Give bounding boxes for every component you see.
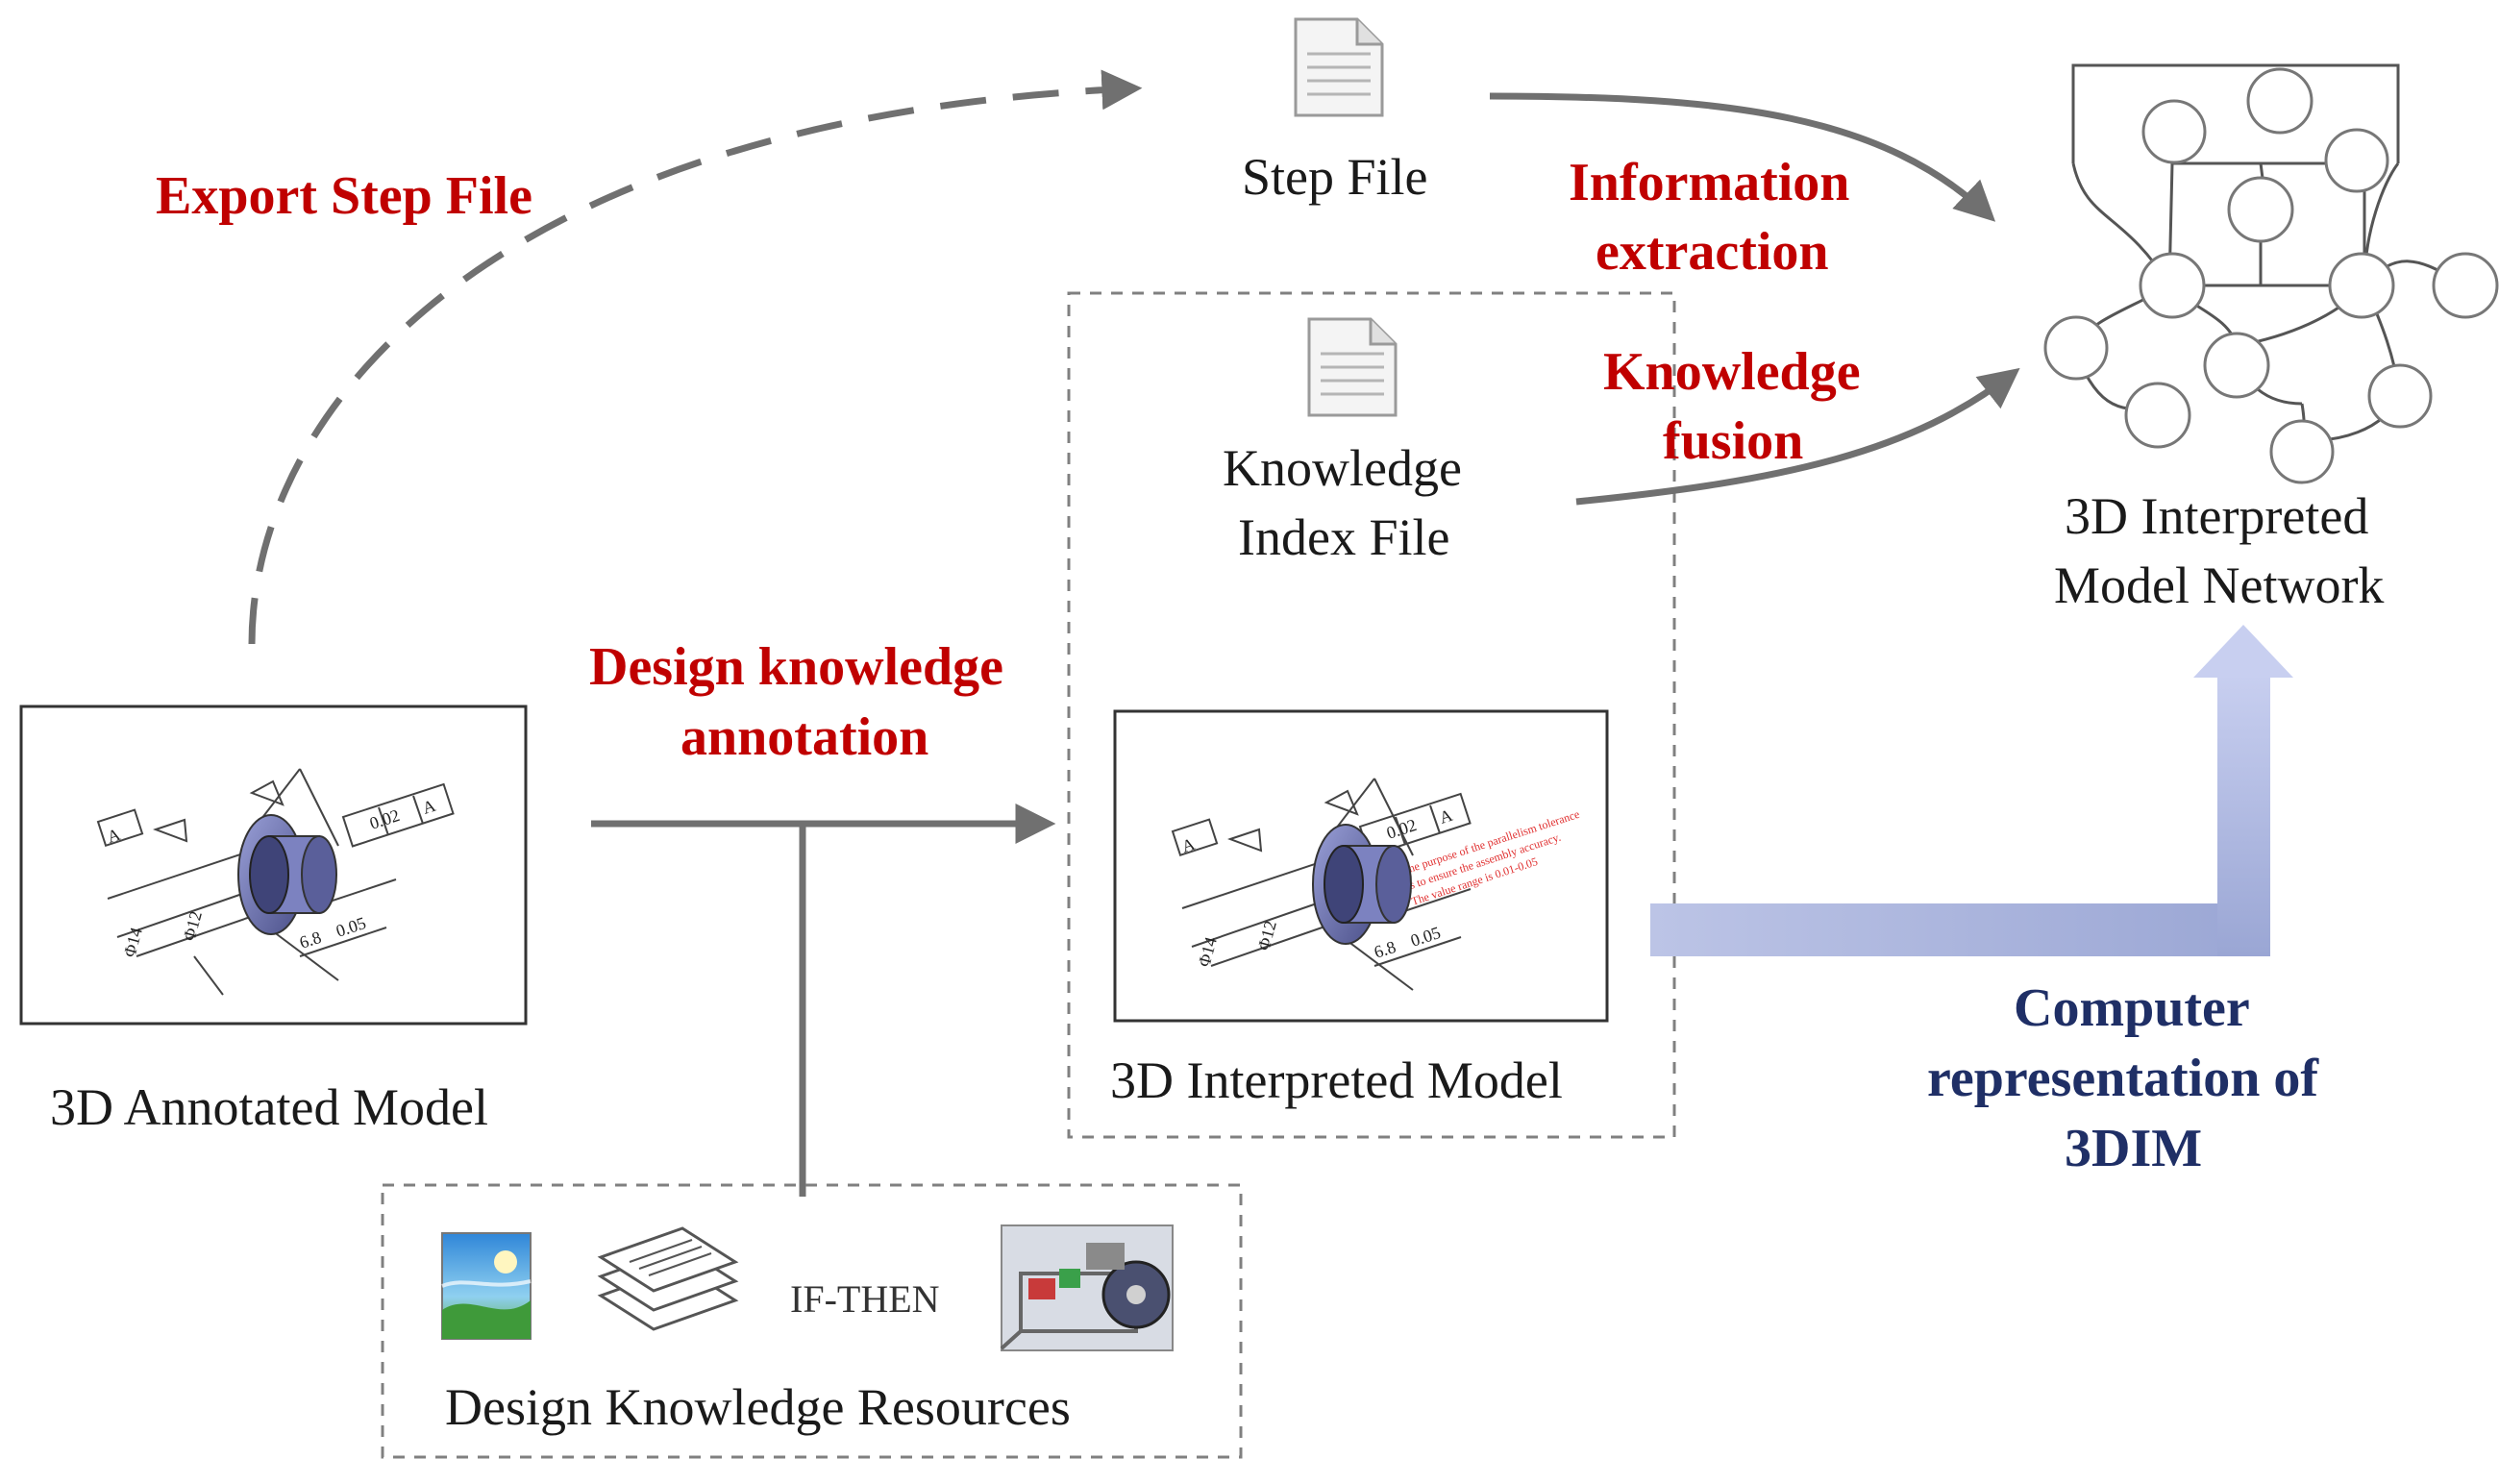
picture-icon	[441, 1232, 532, 1340]
computer-representation-label-line2: representation of	[1927, 1049, 2319, 1108]
graph-node-icon	[2139, 252, 2206, 319]
design-knowledge-resources-box	[381, 1183, 1243, 1459]
design-knowledge-annotation-label-line2: annotation	[680, 707, 928, 767]
knowledge-fusion-label-line2: fusion	[1663, 411, 1803, 471]
graph-node-icon	[2367, 363, 2433, 429]
step-file-label: Step File	[1242, 148, 1428, 206]
network-nodes	[2043, 67, 2499, 484]
export-step-arrow	[248, 69, 1143, 645]
design-knowledge-annotation-label-line1: Design knowledge	[589, 637, 1003, 697]
graph-node-icon	[2203, 332, 2270, 399]
graph-node-icon	[2246, 67, 2313, 135]
computer-representation-label-line1: Computer	[2014, 978, 2250, 1038]
graph-node-icon	[2328, 252, 2395, 319]
machine-icon	[1000, 1224, 1174, 1351]
design-knowledge-resources-label: Design Knowledge Resources	[445, 1378, 1071, 1436]
knowledge-fusion-label-line1: Knowledge	[1603, 342, 1861, 402]
computer-representation-label-line3: 3DIM	[2065, 1119, 2202, 1178]
export-step-file-label: Export Step File	[156, 166, 532, 226]
knowledge-index-file-label-line2: Index File	[1238, 508, 1449, 566]
annotated-model-label: 3D Annotated Model	[50, 1078, 488, 1136]
annotated-datum-text: A	[420, 796, 438, 818]
graph-node-icon	[2227, 176, 2294, 243]
knowledge-index-document-icon	[1307, 317, 1398, 417]
graph-node-icon	[2432, 252, 2499, 319]
information-extraction-arrow	[1489, 92, 1996, 222]
interpreted-datum-a: A	[1179, 834, 1198, 856]
information-extraction-label-line1: Information	[1569, 153, 1849, 212]
interpreted-datum-text: A	[1437, 805, 1455, 828]
computer-representation-arrow	[1650, 625, 2293, 956]
information-extraction-label-line2: extraction	[1596, 222, 1829, 282]
graph-node-icon	[2269, 419, 2335, 484]
knowledge-index-file-label-line1: Knowledge	[1223, 439, 1462, 497]
annotated-datum-a: A	[105, 825, 123, 847]
if-then-label: IF-THEN	[790, 1277, 940, 1321]
graph-node-icon	[2141, 99, 2207, 164]
network-label-line2: Model Network	[2054, 556, 2384, 614]
part-model-icon	[1312, 824, 1412, 945]
annotated-model-drawing: 0.02 A A Φ14 Φ12 6.8 0.05	[96, 768, 455, 996]
step-file-document-icon	[1294, 17, 1384, 117]
knowledge-fusion-arrow	[1575, 367, 2020, 506]
graph-node-icon	[2124, 382, 2191, 449]
network-label-line1: 3D Interpreted	[2065, 487, 2368, 545]
interpreted-model-label: 3D Interpreted Model	[1110, 1051, 1563, 1109]
graph-node-icon	[2043, 315, 2109, 381]
paper-stack-icon	[597, 1226, 739, 1331]
interpreted-model-group-box	[1067, 291, 1676, 1139]
part-model-icon	[237, 814, 337, 935]
graph-node-icon	[2324, 128, 2389, 193]
